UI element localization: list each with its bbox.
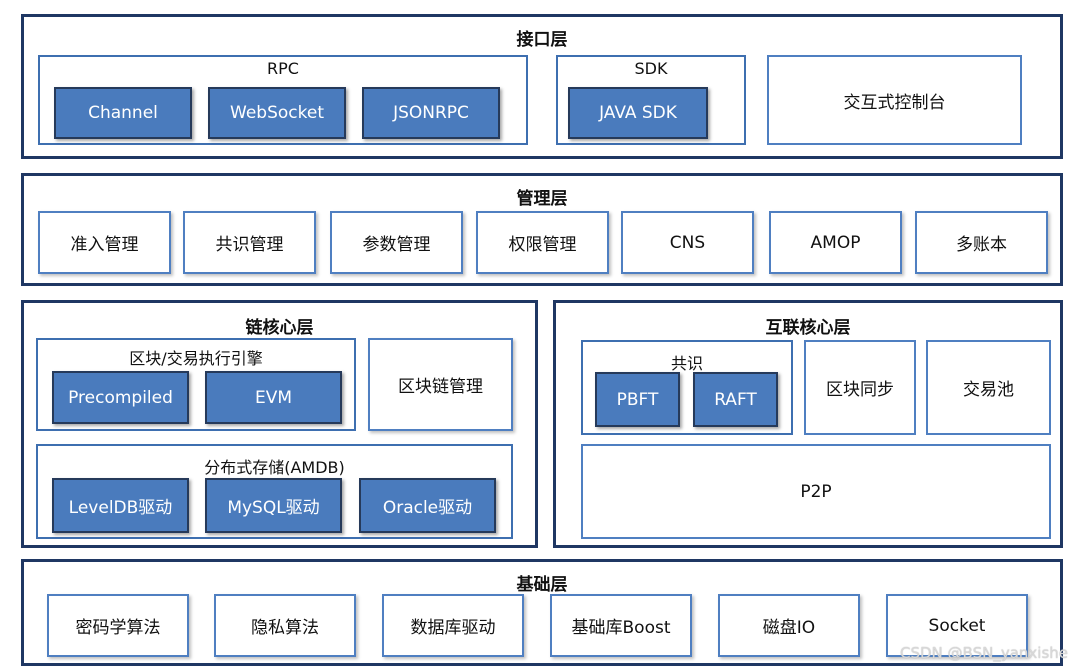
leveldb-driver-block: LevelDB驱动 (52, 478, 189, 533)
mgmt-permission: 权限管理 (476, 211, 609, 274)
pbft-block: PBFT (595, 372, 680, 427)
jsonrpc-block: JSONRPC (362, 87, 500, 139)
base-crypto: 密码学算法 (47, 594, 189, 657)
interface-layer: 接口层 RPC Channel WebSocket JSONRPC SDK JA… (21, 14, 1063, 159)
mgmt-cns: CNS (621, 211, 754, 274)
interface-layer-title: 接口层 (516, 30, 568, 50)
mgmt-amop: AMOP (769, 211, 902, 274)
mysql-driver-block: MySQL驱动 (205, 478, 342, 533)
management-layer-title: 管理层 (516, 189, 568, 209)
java-sdk-block: JAVA SDK (568, 87, 708, 139)
base-socket: Socket (886, 594, 1028, 657)
mgmt-params: 参数管理 (330, 211, 463, 274)
management-layer: 管理层 准入管理 共识管理 参数管理 权限管理 CNS AMOP 多账本 (21, 173, 1063, 286)
base-disk-io: 磁盘IO (718, 594, 860, 657)
consensus-group: 共识 PBFT RAFT (581, 340, 793, 435)
storage-group: 分布式存储(AMDB) LevelDB驱动 MySQL驱动 Oracle驱动 (36, 444, 513, 539)
block-sync-block: 区块同步 (804, 340, 916, 435)
block-mgmt-block: 区块链管理 (368, 338, 513, 431)
p2p-block: P2P (581, 444, 1051, 539)
mgmt-access: 准入管理 (38, 211, 171, 274)
execution-engine-group: 区块/交易执行引擎 Precompiled EVM (36, 338, 356, 431)
rpc-group: RPC Channel WebSocket JSONRPC (38, 55, 528, 145)
precompiled-block: Precompiled (52, 371, 189, 424)
execution-engine-title: 区块/交易执行引擎 (129, 349, 263, 368)
sdk-group: SDK JAVA SDK (556, 55, 746, 145)
raft-block: RAFT (693, 372, 778, 427)
console-block: 交互式控制台 (767, 55, 1022, 145)
rpc-title: RPC (267, 59, 299, 78)
chain-core-layer-title: 链核心层 (245, 318, 314, 338)
base-boost: 基础库Boost (550, 594, 692, 657)
base-layer-title: 基础层 (516, 575, 568, 595)
sdk-title: SDK (634, 59, 668, 78)
channel-block: Channel (54, 87, 192, 139)
watermark: CSDN @BSN_yanxishe (900, 644, 1068, 662)
interconnect-core-layer: 互联核心层 共识 PBFT RAFT 区块同步 交易池 P2P (553, 300, 1063, 548)
storage-title: 分布式存储(AMDB) (204, 458, 345, 477)
mgmt-multi-ledger: 多账本 (915, 211, 1048, 274)
evm-block: EVM (205, 371, 342, 424)
base-layer: 基础层 密码学算法 隐私算法 数据库驱动 基础库Boost 磁盘IO Socke… (21, 559, 1063, 666)
tx-pool-block: 交易池 (926, 340, 1051, 435)
oracle-driver-block: Oracle驱动 (359, 478, 496, 533)
interconnect-core-layer-title: 互联核心层 (765, 318, 851, 338)
consensus-title: 共识 (670, 354, 703, 373)
base-db-driver: 数据库驱动 (382, 594, 524, 657)
websocket-block: WebSocket (208, 87, 346, 139)
base-privacy: 隐私算法 (214, 594, 356, 657)
mgmt-consensus: 共识管理 (183, 211, 316, 274)
chain-core-layer: 链核心层 区块/交易执行引擎 Precompiled EVM 区块链管理 分布式… (21, 300, 538, 548)
